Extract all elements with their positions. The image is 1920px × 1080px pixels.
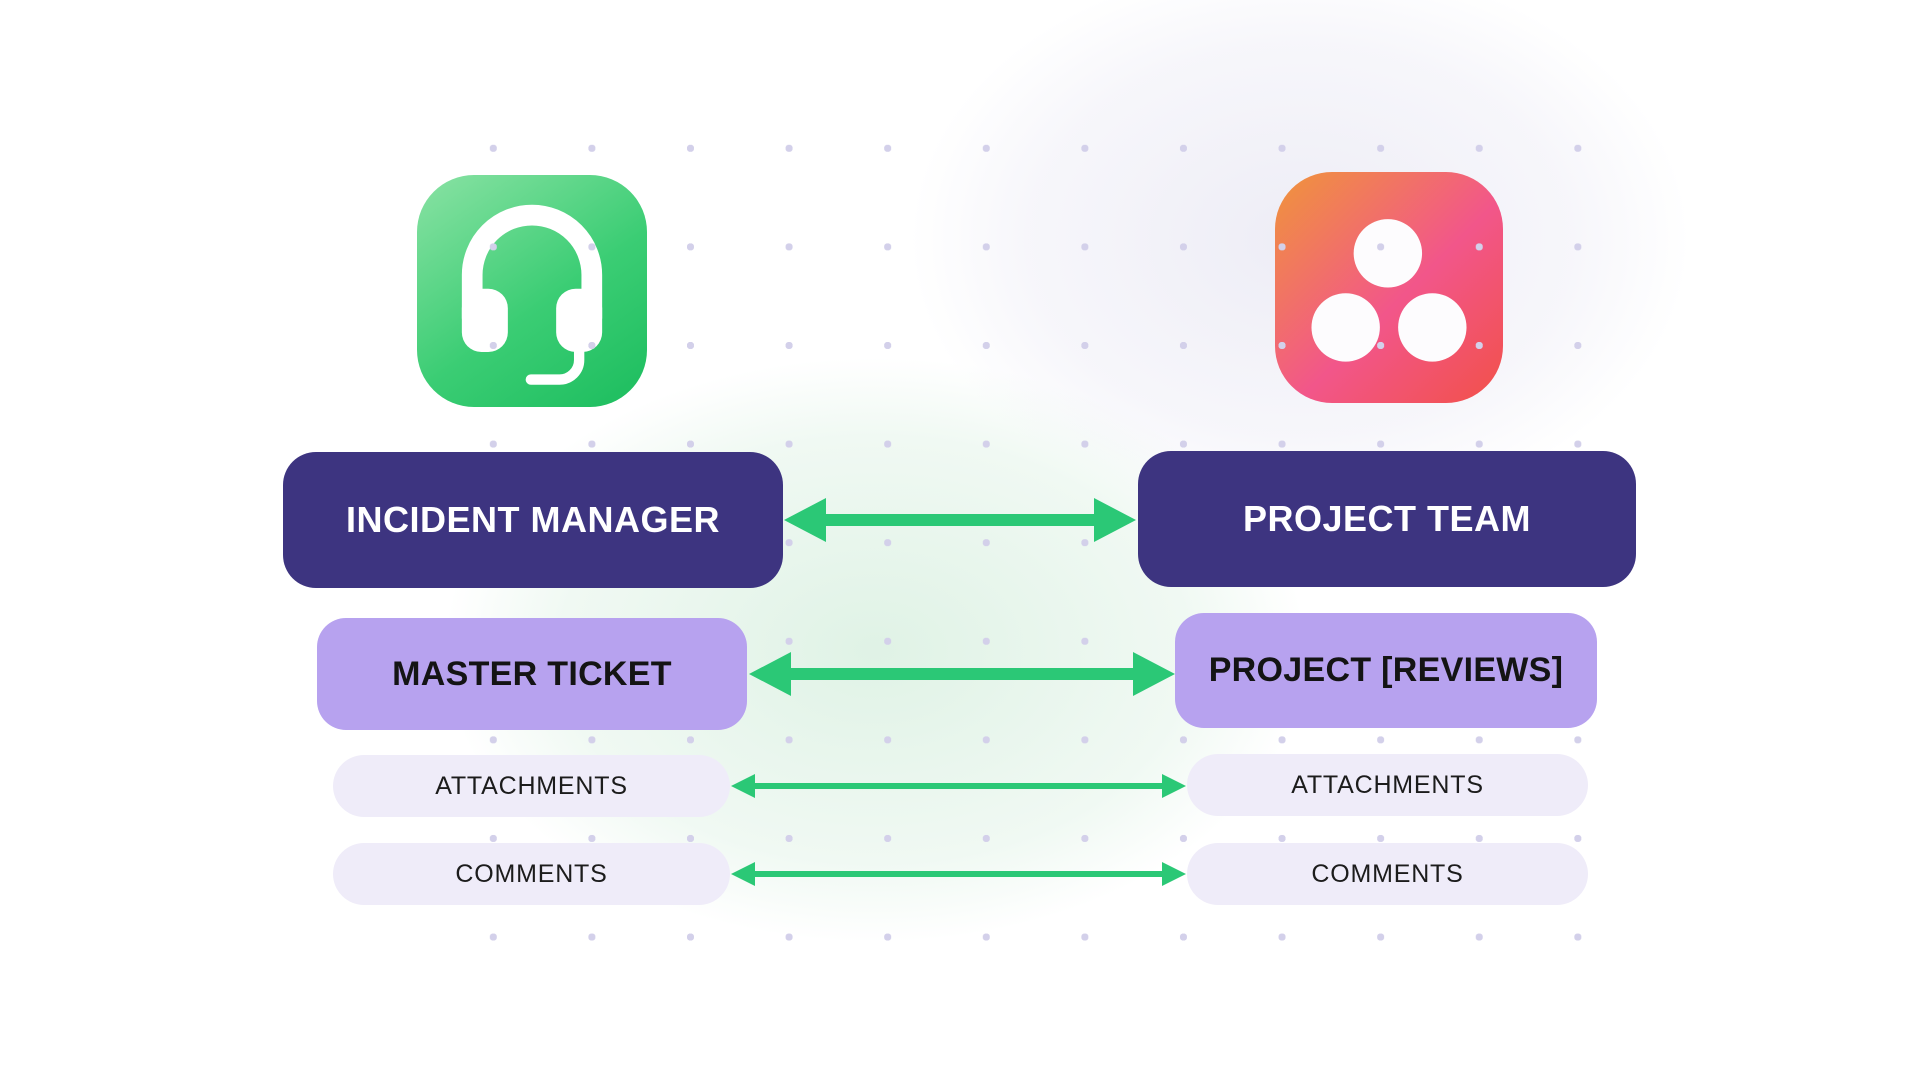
incident-manager-app-icon <box>417 175 647 407</box>
sync-arrow-entities <box>784 498 1136 542</box>
comments-pill-right: COMMENTS <box>1187 843 1588 905</box>
comments-label-left: COMMENTS <box>455 859 608 888</box>
comments-label-right: COMMENTS <box>1311 859 1464 888</box>
project-team-box: PROJECT TEAM <box>1138 451 1636 587</box>
asana-icon <box>1311 219 1467 362</box>
sync-arrow-objects <box>749 652 1175 696</box>
project-reviews-label: PROJECT [REVIEWS] <box>1208 651 1564 689</box>
master-ticket-label: MASTER TICKET <box>392 654 672 693</box>
attachments-label-right: ATTACHMENTS <box>1291 770 1484 799</box>
incident-manager-box: INCIDENT MANAGER <box>283 452 783 588</box>
master-ticket-box: MASTER TICKET <box>317 618 747 730</box>
comments-pill-left: COMMENTS <box>333 843 730 905</box>
attachments-label-left: ATTACHMENTS <box>435 771 628 800</box>
incident-manager-label: INCIDENT MANAGER <box>346 499 720 540</box>
project-reviews-box: PROJECT [REVIEWS] <box>1175 613 1597 728</box>
project-team-label: PROJECT TEAM <box>1242 498 1532 539</box>
sync-arrow-comments <box>731 862 1186 886</box>
project-team-app-icon <box>1275 172 1503 403</box>
sync-arrow-attachments <box>731 774 1186 798</box>
headset-icon <box>461 204 603 385</box>
attachments-pill-right: ATTACHMENTS <box>1187 754 1588 816</box>
attachments-pill-left: ATTACHMENTS <box>333 755 730 817</box>
